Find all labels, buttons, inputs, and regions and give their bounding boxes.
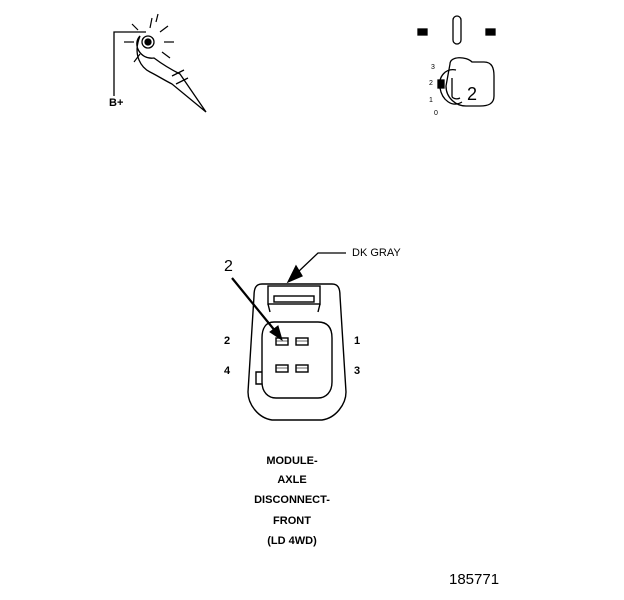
pin-label-4: 4 bbox=[224, 365, 231, 377]
terminal-2 bbox=[275, 337, 289, 346]
color-leader-icon bbox=[286, 252, 346, 284]
key-position-marker bbox=[437, 79, 445, 89]
color-label: DK GRAY bbox=[352, 247, 401, 259]
terminal-4 bbox=[275, 364, 289, 373]
title-line-1: MODULE- bbox=[266, 455, 318, 467]
key-slot-icon bbox=[452, 15, 462, 45]
pin-label-2: 2 bbox=[224, 335, 231, 347]
figure-number: 185771 bbox=[449, 571, 500, 588]
title-line-2: AXLE bbox=[277, 474, 307, 486]
title-line-3: DISCONNECT- bbox=[254, 494, 330, 506]
title-line-4: FRONT bbox=[273, 515, 311, 527]
key-scale-label-3: 3 bbox=[431, 64, 435, 71]
connector-latch bbox=[267, 285, 321, 305]
title-line-5: (LD 4WD) bbox=[267, 535, 317, 547]
connector-face-icon bbox=[247, 283, 347, 421]
test-light-probe-icon bbox=[113, 13, 207, 113]
b-plus-wire bbox=[113, 31, 146, 96]
callout-leader-icon bbox=[231, 277, 283, 342]
key-off-marker-left bbox=[417, 28, 428, 36]
key-scale-label-0: 0 bbox=[434, 110, 438, 117]
key-scale-label-1: 1 bbox=[429, 97, 433, 104]
connector-shell bbox=[247, 283, 347, 421]
callout-number: 2 bbox=[224, 258, 233, 275]
key-off-marker-right bbox=[485, 28, 496, 36]
key-scale-label-2: 2 bbox=[429, 80, 433, 87]
connector-cavity bbox=[261, 321, 333, 399]
key-position-number: 2 bbox=[467, 84, 478, 104]
pin-label-1: 1 bbox=[354, 335, 361, 347]
b-plus-label: B+ bbox=[109, 97, 124, 109]
pin-label-3: 3 bbox=[354, 365, 361, 377]
light-rays-icon bbox=[124, 13, 174, 63]
probe-body bbox=[136, 35, 207, 113]
terminal-3 bbox=[295, 364, 309, 373]
terminal-1 bbox=[295, 337, 309, 346]
ignition-key-icon bbox=[417, 15, 496, 107]
